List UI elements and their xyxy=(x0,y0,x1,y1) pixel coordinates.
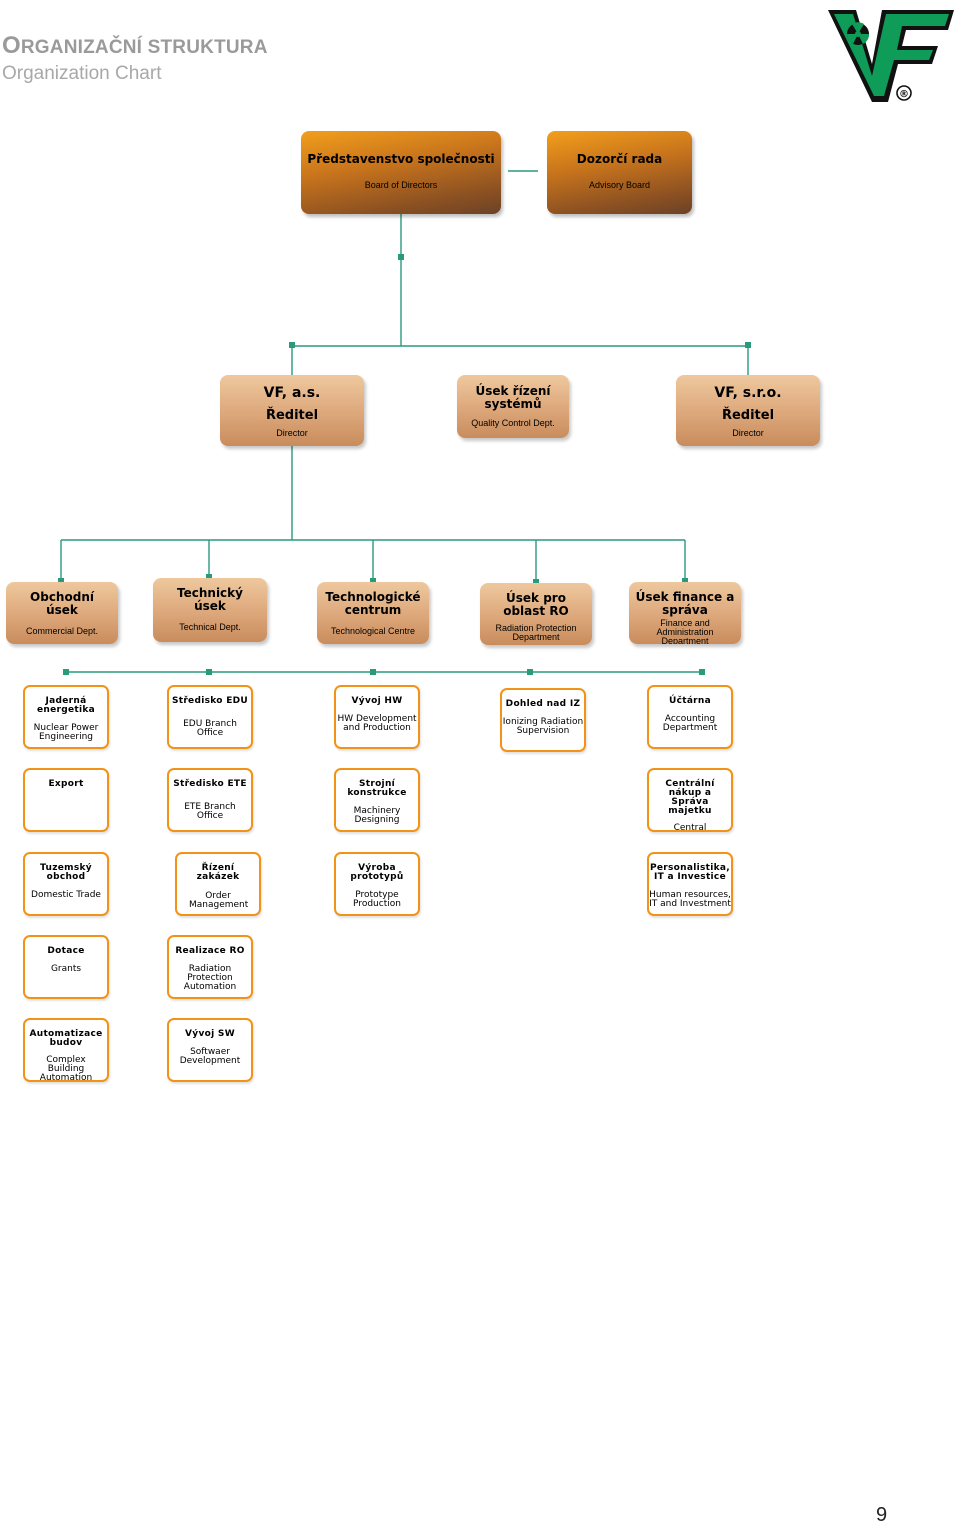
board-of-directors-box: Představenstvo společnosti Board of Dire… xyxy=(301,131,501,214)
unit-prototype-production: Výroba prototypů Prototype Production xyxy=(334,852,420,916)
radiation-protection-dept-box: Úsek pro oblast RO Radiation Protection … xyxy=(480,583,592,645)
vf-as-director-box: VF, a.s. Ředitel Director xyxy=(220,375,364,446)
technological-centre-box: Technologické centrum Technological Cent… xyxy=(317,582,429,644)
unit-rp-automation: Realizace RO Radiation Protection Automa… xyxy=(167,935,253,999)
quality-control-box: Úsek řízení systémů Quality Control Dept… xyxy=(457,375,569,438)
vf-logo: ® xyxy=(828,10,954,102)
registered-icon xyxy=(896,85,912,101)
title-initial: O xyxy=(2,32,21,59)
unit-machinery-designing: Strojní konstrukce Machinery Designing xyxy=(334,768,420,832)
unit-grants: Dotace Grants xyxy=(23,935,109,999)
advisory-board-box: Dozorčí rada Advisory Board xyxy=(547,131,692,214)
unit-ete-branch: Středisko ETE ETE Branch Office xyxy=(167,768,253,832)
technical-dept-box: Technický úsek Technical Dept. xyxy=(153,578,267,642)
page-subtitle: Organization Chart xyxy=(2,63,162,84)
unit-hw-development: Vývoj HW HW Development and Production xyxy=(334,685,420,749)
unit-building-automation: Automatizace budov Complex Building Auto… xyxy=(23,1018,109,1082)
registered-mark: ® xyxy=(899,89,909,100)
page-title: ORGANIZAČNÍ STRUKTURA xyxy=(2,32,268,60)
page-number: 9 xyxy=(876,1504,888,1526)
unit-edu-branch: Středisko EDU EDU Branch Office xyxy=(167,685,253,749)
vf-sro-director-box: VF, s.r.o. Ředitel Director xyxy=(676,375,820,446)
unit-central-purchase: Centrální nákup a Správa majetku Central… xyxy=(647,768,733,832)
unit-sw-development: Vývoj SW Softwaer Development xyxy=(167,1018,253,1082)
unit-export: Export xyxy=(23,768,109,832)
unit-order-management: Řízení zakázek Order Management xyxy=(175,852,261,916)
commercial-dept-box: Obchodní úsek Commercial Dept. xyxy=(6,582,118,644)
unit-nuclear-power: Jaderná energetika Nuclear Power Enginee… xyxy=(23,685,109,749)
logo-green-shape xyxy=(834,14,949,96)
unit-domestic-trade: Tuzemský obchod Domestic Trade xyxy=(23,852,109,916)
unit-ionizing-supervision: Dohled nad IZ Ionizing Radiation Supervi… xyxy=(500,688,586,752)
unit-human-resources: Personalistika, IT a Investice Human res… xyxy=(647,852,733,916)
title-rest: RGANIZAČNÍ STRUKTURA xyxy=(20,37,268,58)
finance-administration-box: Úsek finance a správa Finance and Admini… xyxy=(629,582,741,644)
unit-accounting: Účtárna Accounting Department xyxy=(647,685,733,749)
